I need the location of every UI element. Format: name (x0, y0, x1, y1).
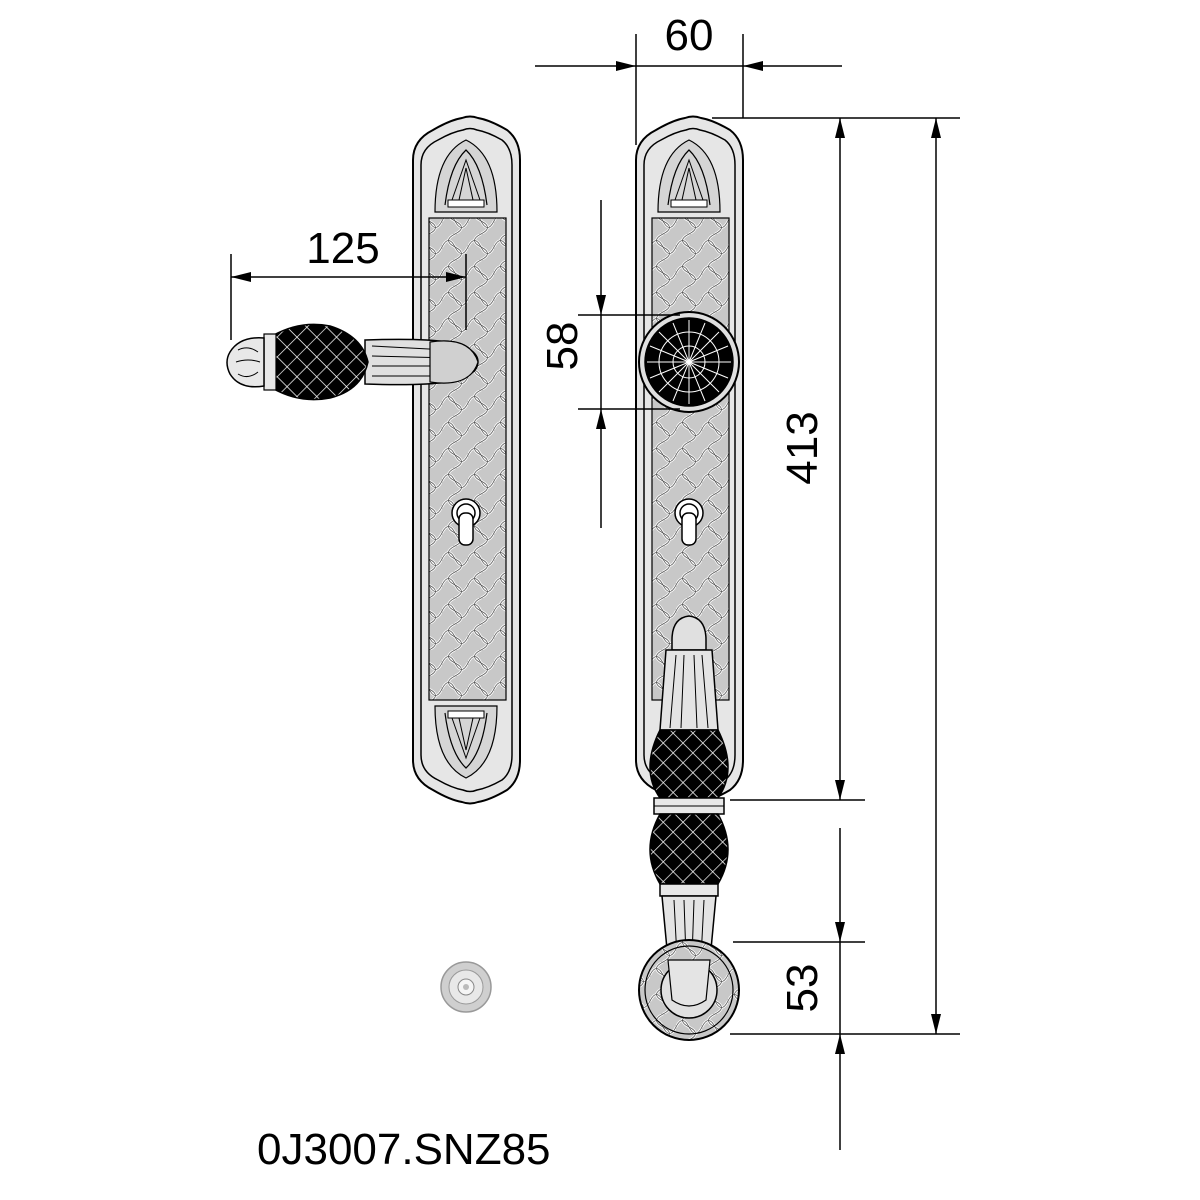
small-escutcheon (440, 961, 492, 1013)
dimension-label-plate-height: 413 (778, 411, 827, 484)
right-keyhole (674, 498, 704, 546)
right-backplate (635, 115, 744, 805)
dimension-overall-height (730, 118, 960, 1035)
dimension-plate-height (712, 117, 960, 801)
dimension-rose-diameter (733, 828, 865, 1150)
dimension-label-lever-projection: 125 (306, 224, 379, 273)
dimension-label-plate-width: 60 (665, 11, 714, 60)
rose (638, 939, 740, 1041)
dimension-label-knob-diameter: 58 (538, 322, 587, 371)
left-bottom-shell-ornament (434, 705, 498, 779)
dimension-knob-diameter (578, 200, 680, 528)
left-backplate (412, 115, 521, 805)
dimension-plate-width (535, 34, 842, 145)
dimension-label-rose-diameter: 53 (778, 964, 827, 1013)
left-keyhole (451, 498, 481, 546)
left-lever-handle (226, 323, 479, 401)
model-code-label: 0J3007.SNZ85 (257, 1125, 551, 1174)
round-knob (638, 311, 740, 413)
dimension-lever-projection (230, 254, 467, 340)
left-top-shell-ornament (434, 139, 498, 213)
right-top-shell-ornament (657, 139, 721, 213)
